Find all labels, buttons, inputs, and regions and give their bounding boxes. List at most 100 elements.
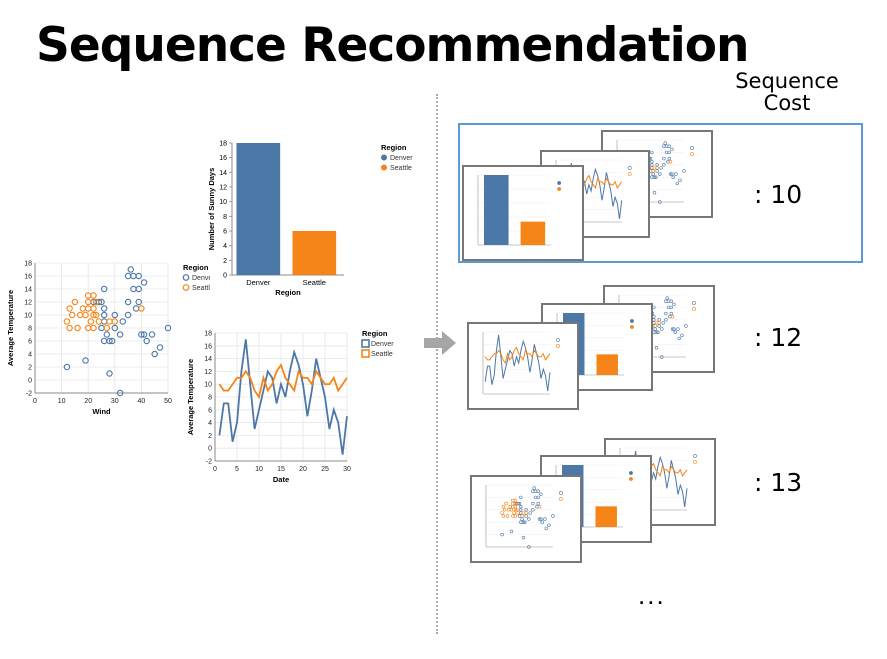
scatter-point-seattle xyxy=(90,324,97,332)
x-tick-label: 30 xyxy=(343,466,351,473)
thumb-bar-denver xyxy=(484,175,509,245)
thumb-point-denver xyxy=(670,172,674,176)
y-tick-label: 8 xyxy=(208,395,212,402)
thumb-point-denver xyxy=(675,181,679,186)
line-series-seattle xyxy=(218,363,348,400)
y-tick-label: 8 xyxy=(28,326,32,333)
thumb-line-denver xyxy=(484,335,551,391)
scatter-point-seattle xyxy=(103,324,111,332)
scatter-point-denver xyxy=(164,324,172,332)
thumb-bar-seattle xyxy=(595,506,617,527)
scatter-point-denver xyxy=(63,363,71,371)
thumb-legend-swatch xyxy=(629,477,633,481)
scatter-point-denver xyxy=(100,285,108,293)
thumb-point-seattle xyxy=(504,501,508,506)
thumb-point-denver xyxy=(500,532,504,537)
thumb-point-denver xyxy=(519,505,523,509)
selected-sequence-highlight[interactable] xyxy=(458,123,863,263)
y-tick-label: 18 xyxy=(219,141,227,148)
scatter-point-denver xyxy=(135,298,142,306)
y-tick-label: 6 xyxy=(28,339,32,346)
thumb-point-denver xyxy=(551,514,555,518)
thumb-point-denver xyxy=(531,489,535,493)
thumb-point-seattle xyxy=(501,505,506,509)
scatter-point-seattle xyxy=(92,298,100,306)
thumb-point-denver xyxy=(667,156,671,161)
thumb-point-denver xyxy=(671,175,675,179)
scatter-point-seattle xyxy=(63,318,71,325)
thumb-point-denver xyxy=(539,492,543,496)
bar-seattle xyxy=(292,231,337,275)
thumb-point-denver xyxy=(524,514,528,518)
thumb-point-seattle xyxy=(516,511,520,515)
thumb-legend-swatch xyxy=(559,491,563,495)
thumb-point-denver xyxy=(668,172,673,176)
y-tick-label: 8 xyxy=(223,214,227,221)
thumb-point-denver xyxy=(677,336,681,341)
line-series-denver xyxy=(218,339,348,455)
scatter-point-denver xyxy=(111,324,119,332)
thumb-point-denver xyxy=(656,330,660,334)
thumb-point-denver xyxy=(509,529,514,534)
y-tick-label: 18 xyxy=(204,331,212,338)
scatter-point-denver xyxy=(100,311,108,319)
thumb-legend-swatch xyxy=(630,319,634,323)
y-tick-label: -2 xyxy=(26,391,32,398)
thumb-point-denver xyxy=(523,520,527,524)
thumb-point-denver xyxy=(657,324,661,328)
thumb-point-denver xyxy=(544,526,548,531)
sequence-2-card-1[interactable] xyxy=(467,322,579,410)
y-tick-label: -2 xyxy=(206,459,212,466)
thumb-point-denver xyxy=(664,318,668,322)
scatter-point-denver xyxy=(82,357,89,364)
scatter-point-denver xyxy=(135,285,142,293)
y-tick-label: 2 xyxy=(223,258,227,265)
thumb-point-denver xyxy=(682,169,686,173)
thumb-legend-swatch xyxy=(627,172,632,176)
scatter-point-denver xyxy=(100,305,108,312)
thumb-point-seattle xyxy=(668,160,673,164)
thumb-legend-swatch xyxy=(692,301,696,305)
legend-label-denver: Denver xyxy=(192,275,210,282)
thumb-point-denver xyxy=(684,324,688,328)
thumb-point-denver xyxy=(659,166,663,170)
sequence-cost-header: Sequence Cost xyxy=(732,70,842,114)
thumb-legend-swatch xyxy=(559,497,563,501)
sequence-1-card-1[interactable] xyxy=(462,165,584,261)
thumb-point-denver xyxy=(662,163,666,167)
y-tick-label: 0 xyxy=(28,378,32,385)
thumb-point-denver xyxy=(663,141,667,145)
y-tick-label: 10 xyxy=(219,199,227,206)
thumb-point-seattle xyxy=(655,166,659,170)
sequence-3-card-1[interactable] xyxy=(470,475,582,563)
thumb-point-denver xyxy=(527,545,531,549)
thumb-point-denver xyxy=(669,305,673,310)
thumb-point-denver xyxy=(654,345,659,350)
y-tick-label: 18 xyxy=(24,261,32,268)
thumb-point-denver xyxy=(651,172,655,176)
thumb-point-denver xyxy=(655,163,659,167)
thumb-point-denver xyxy=(670,327,675,331)
scatter-point-seattle xyxy=(138,305,145,312)
x-tick-label: 20 xyxy=(84,398,92,405)
legend-swatch-seattle xyxy=(381,164,387,171)
thumb-point-denver xyxy=(527,517,531,521)
thumb-point-seattle xyxy=(537,505,542,509)
scatter-point-seattle xyxy=(95,318,103,325)
section-divider xyxy=(436,94,438,634)
thumb-point-seattle xyxy=(670,315,675,319)
x-axis-label: Wind xyxy=(92,407,111,416)
legend-label-denver: Denver xyxy=(371,341,394,348)
scatter-point-seattle xyxy=(66,305,73,312)
x-tick-label: 10 xyxy=(255,466,263,473)
thumb-point-denver xyxy=(536,495,540,500)
thumb-point-denver xyxy=(678,178,682,182)
thumb-point-denver xyxy=(536,501,540,506)
legend-swatch-denver xyxy=(381,154,387,161)
thumb-point-denver xyxy=(660,355,664,359)
y-tick-label: 2 xyxy=(28,365,32,372)
thumb-bar-seattle xyxy=(520,221,546,245)
